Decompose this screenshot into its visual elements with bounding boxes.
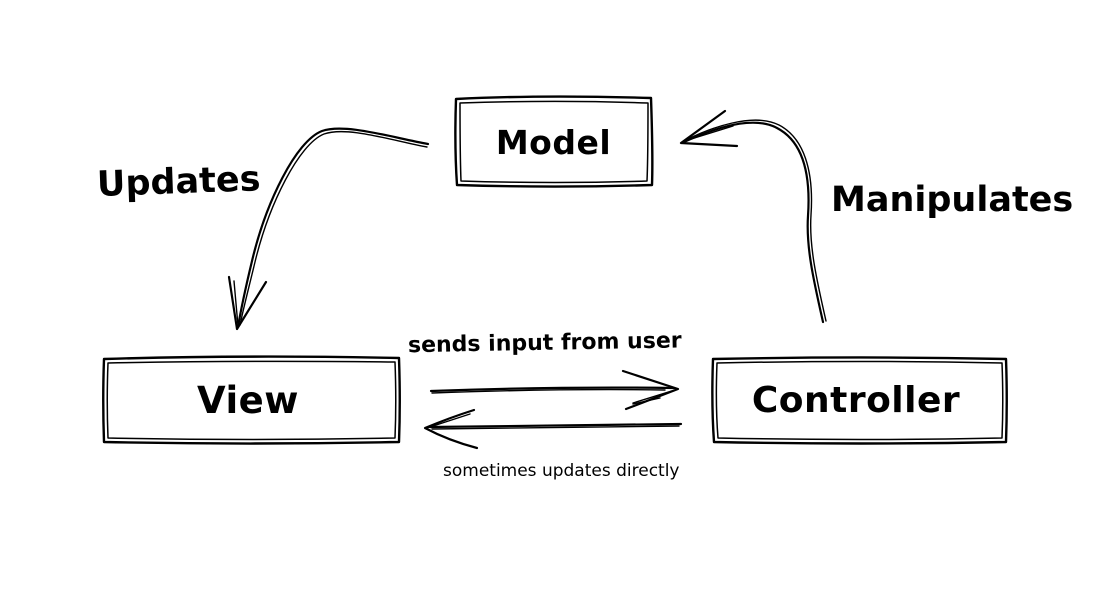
updates-edge-label: Updates [96,159,262,205]
manipulates-edge-label: Manipulates [831,180,1074,220]
controller-node-label: Controller [751,380,961,421]
sends-input-arrow [429,369,680,411]
view-node-label: View [197,379,299,422]
manipulates-arrowhead [679,109,739,148]
model-node-box [454,95,654,188]
view-node-box [102,355,401,445]
model-node-label: Model [495,122,612,162]
updates-directly-edge-label: sometimes updates directly [443,461,680,481]
updates-directly-arrowhead [423,408,479,450]
updates-directly-arrow [423,408,683,450]
updates-arrow [227,127,430,331]
manipulates-arrow [679,109,827,324]
controller-node-box [711,356,1008,445]
updates-arrowhead [227,275,268,331]
sends-input-edge-label: sends input from user [407,328,682,359]
